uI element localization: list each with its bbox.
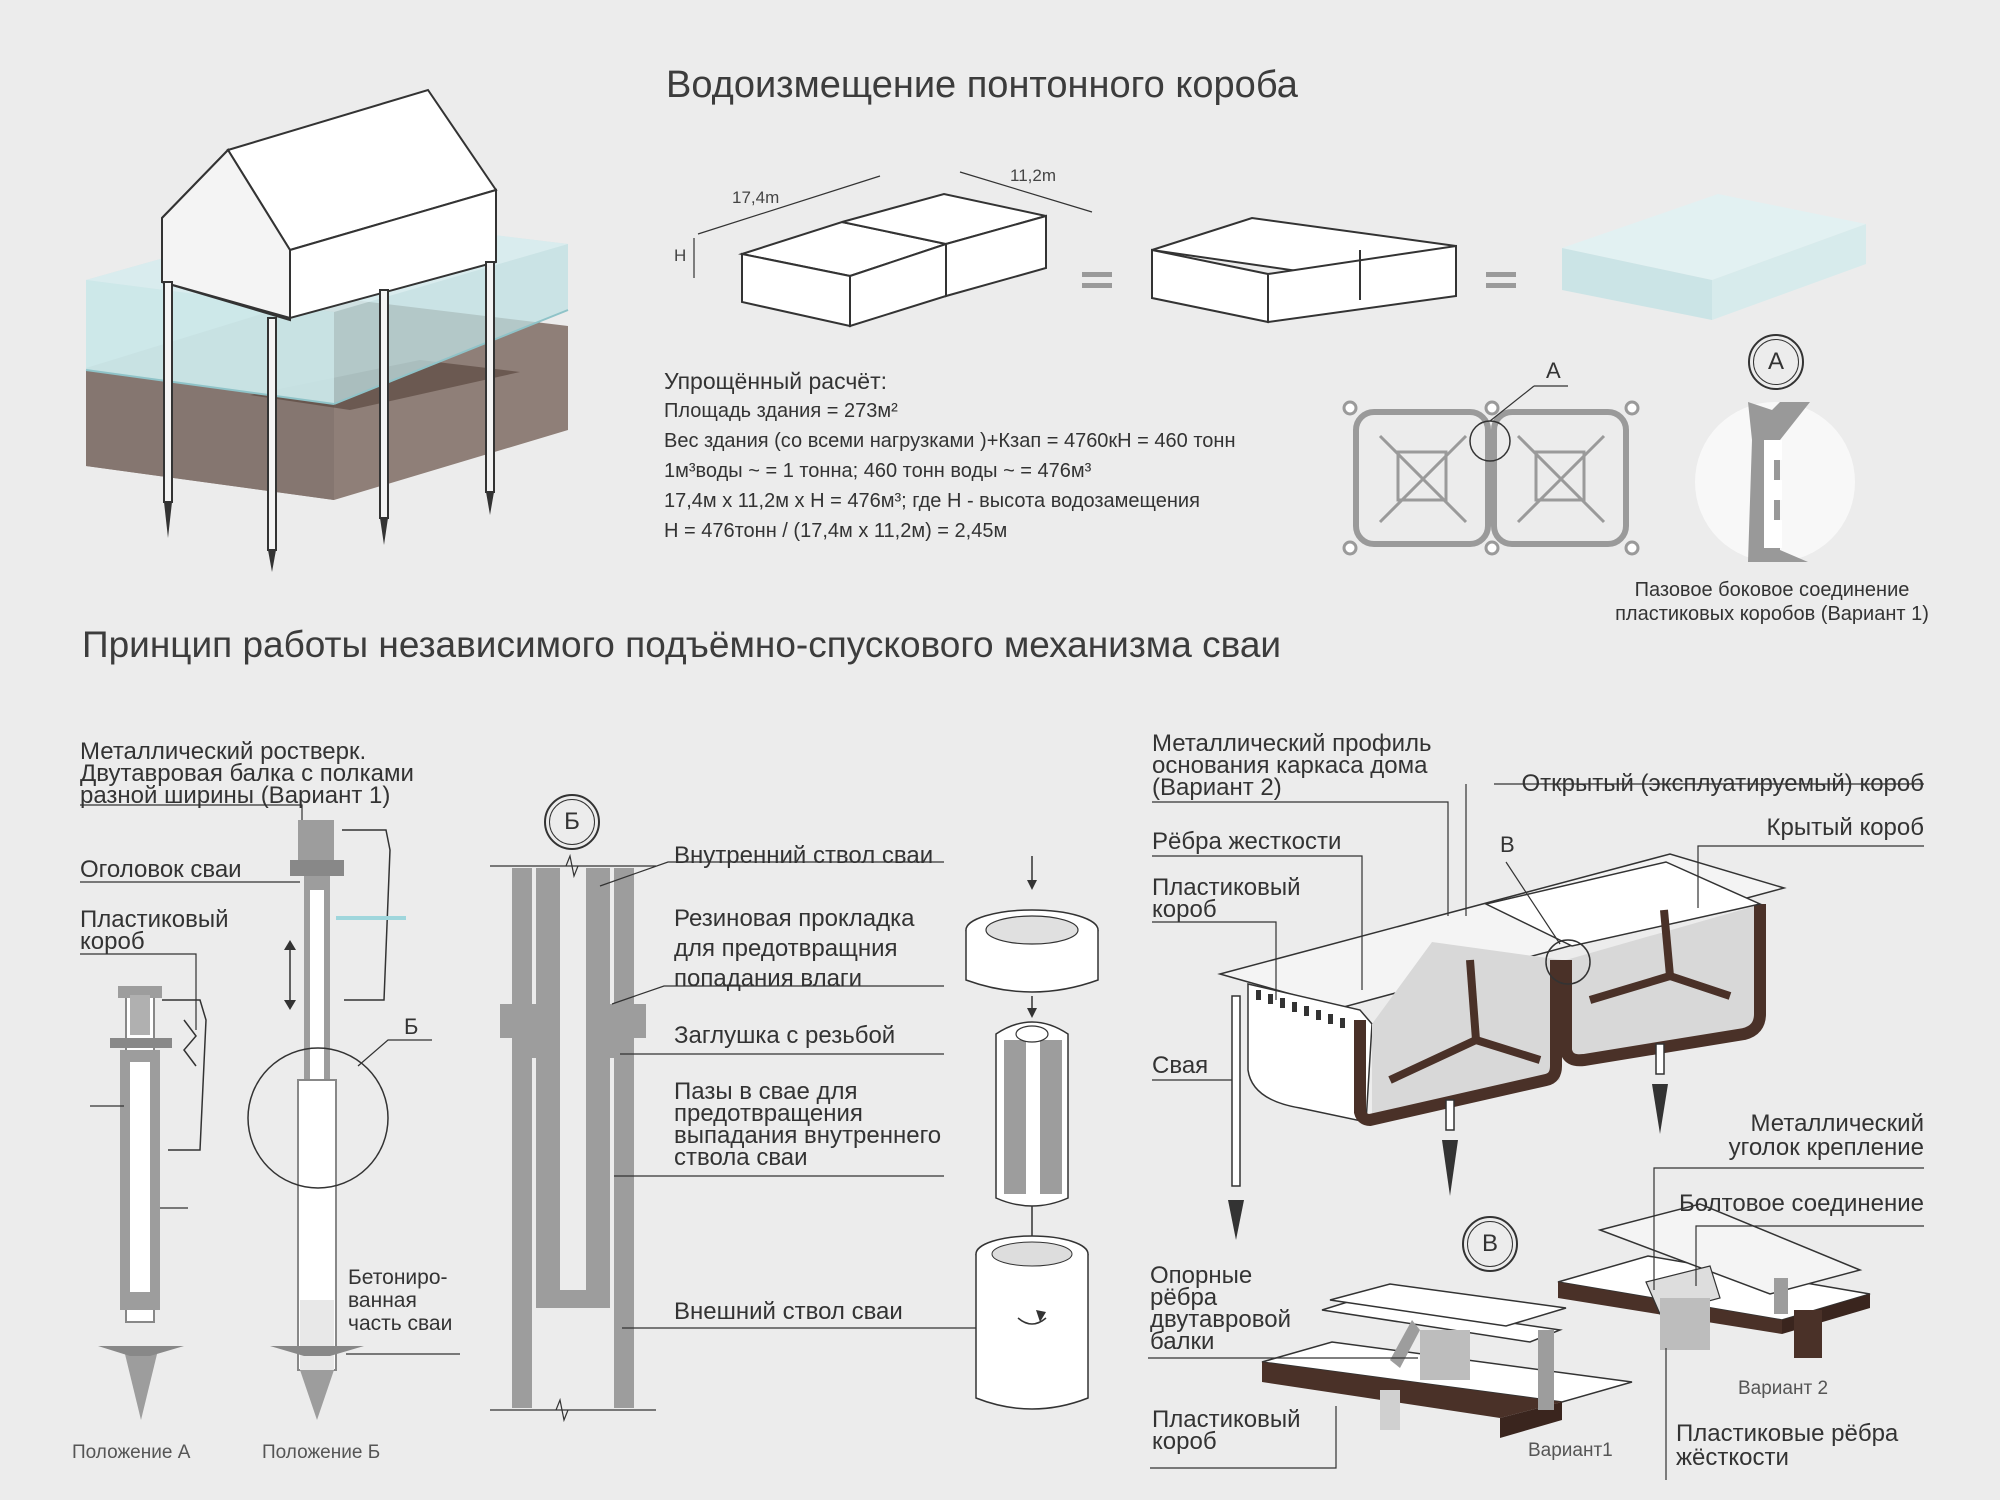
right-leader-lines [1152, 783, 1924, 1081]
open-box-label: Открытый (эксплуатируемый) короб [1521, 770, 1924, 797]
support-label-4: балки [1150, 1328, 1215, 1355]
position-a-label: Положение А [72, 1442, 191, 1463]
bolt-label: Болтовое соединение [1679, 1190, 1924, 1217]
support-label-2: рёбра [1150, 1284, 1218, 1311]
angle-label-1: Металлический [1750, 1110, 1924, 1137]
angle-label-2: уголок крепление [1728, 1134, 1924, 1161]
box-corner-bolts [1342, 400, 1640, 556]
plastic-ribs-label-2: жёсткости [1676, 1444, 1789, 1471]
pile-position-a [98, 986, 207, 1420]
dimension-length: 17,4m [732, 188, 780, 207]
groove-caption-1: Пазовое боковое соединение [1634, 579, 1910, 601]
profile-label-2: основания каркаса дома [1152, 752, 1428, 779]
badge-v: В [1462, 1216, 1518, 1272]
position-b-label: Положение Б [262, 1442, 381, 1463]
ribs-label: Рёбра жесткости [1152, 828, 1342, 855]
variant-1-detail [1261, 1283, 1633, 1438]
variant-leader-lines [1148, 1167, 1924, 1480]
gasket-label-2: для предотвращния [674, 935, 898, 962]
calc-line-4: 17,4м х 11,2м х Н = 476м³; где Н - высот… [664, 490, 1200, 512]
dimension-width: 11,2m [1010, 166, 1056, 185]
pontoon-boxes-iso [1217, 853, 1787, 1240]
variant-2-detail [1557, 1203, 1871, 1358]
dimension-height: H [674, 246, 687, 265]
support-label-3: двутавровой [1150, 1306, 1291, 1333]
box-top-view [1353, 409, 1629, 547]
grooves-label-2: предотвращения [674, 1100, 863, 1127]
pile-head-label: Оголовок сваи [80, 856, 242, 883]
boxes-sequence [693, 171, 1866, 328]
plastic-box-label-2: короб [80, 928, 145, 955]
grooves-label-3: выпадания внутреннего [674, 1122, 942, 1149]
pile-cross-section [490, 853, 656, 1423]
calc-title: Упрощённый расчёт: [664, 368, 888, 394]
left-leader-lines [80, 804, 460, 1355]
profile-label-1: Металлический профиль [1152, 730, 1432, 757]
badge-a: А [1748, 334, 1804, 390]
badge-b: Б [544, 794, 600, 850]
gasket-label-3: попадания влаги [674, 965, 863, 992]
groove-detail [1695, 402, 1855, 562]
pile-position-b [247, 820, 406, 1420]
calc-line-3: 1м³воды ~ = 1 тонна; 460 тонн воды ~ = 4… [664, 460, 1092, 482]
bottom-plastic-box-label-2: короб [1152, 1428, 1217, 1455]
plastic-ribs-label-1: Пластиковые рёбра [1676, 1420, 1899, 1447]
grillage-label-1: Металлический ростверк. [80, 738, 367, 765]
calc-line-1: Площадь здания = 273м² [664, 400, 898, 422]
calc-line-5: Н = 476тонн / (17,4м х 11,2м) = 2,45м [664, 520, 1008, 542]
profile-label-3: (Вариант 2) [1152, 774, 1282, 801]
covered-box-label: Крытый короб [1766, 814, 1924, 841]
right-plastic-box-label-2: короб [1152, 896, 1217, 923]
displacement-title: Водоизмещение понтонного короба [666, 64, 1298, 106]
groove-caption-2: пластиковых коробов (Вариант 1) [1615, 603, 1929, 625]
pile-label: Свая [1152, 1052, 1209, 1079]
grooves-label-1: Пазы в свае для [674, 1078, 858, 1105]
calc-line-2: Вес здания (со всеми нагрузками )+Кзап =… [664, 430, 1236, 452]
variant1-label: Вариант1 [1528, 1440, 1613, 1461]
outer-pile-label: Внешний ствол сваи [674, 1298, 903, 1325]
principle-title: Принцип работы независимого подъёмно-спу… [82, 624, 1282, 665]
grillage-label-3: разной ширины (Вариант 1) [80, 782, 391, 809]
right-plastic-box-label-1: Пластиковый [1152, 874, 1301, 901]
variant2-label: Вариант 2 [1738, 1378, 1829, 1399]
equals-signs [1082, 272, 1516, 288]
house-pontoon-illustration [85, 88, 569, 572]
gasket-label-1: Резиновая прокладка [674, 905, 915, 932]
grillage-label-2: Двутавровая балка с полками [80, 760, 414, 787]
callout-b: Б [404, 1014, 419, 1039]
concrete-label-1: Бетониро- [348, 1266, 448, 1289]
exploded-parts [965, 856, 1099, 1410]
plug-label: Заглушка с резьбой [674, 1022, 896, 1049]
inner-pile-label: Внутренний ствол сваи [674, 842, 934, 869]
concrete-label-3: часть сваи [348, 1312, 453, 1335]
callout-a: А [1546, 358, 1561, 383]
middle-leader-lines [599, 861, 980, 1329]
plastic-box-label-1: Пластиковый [80, 906, 229, 933]
concrete-label-2: ванная [348, 1289, 417, 1312]
grooves-label-4: ствола сваи [674, 1144, 808, 1171]
callout-v: В [1500, 832, 1515, 857]
support-label-1: Опорные [1150, 1262, 1253, 1289]
bottom-plastic-box-label-1: Пластиковый [1152, 1406, 1301, 1433]
